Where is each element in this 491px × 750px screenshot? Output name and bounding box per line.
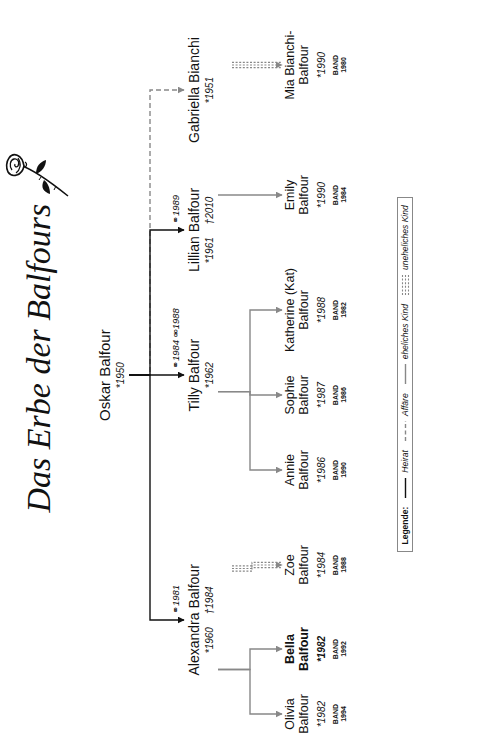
marriage-date: ⚭1984 ⚮1988 bbox=[170, 308, 181, 369]
spouse-node: Gabriella Bianchi*1951 bbox=[186, 37, 215, 143]
legend-item: Affäre bbox=[400, 393, 410, 442]
life-dates: *1961 †2010 bbox=[204, 188, 215, 272]
person-name: Gabriella Bianchi bbox=[186, 37, 202, 143]
legend-text: uneheliches Kind bbox=[400, 205, 410, 270]
child-line bbox=[218, 195, 282, 196]
legend-text: eheliches Kind bbox=[400, 304, 410, 359]
grandchild-node: Sophie Balfour *1987 BAND 1986 bbox=[284, 367, 347, 423]
person-name: Bella Balfour bbox=[284, 621, 311, 677]
person-name: Mia Bianchi-Balfour bbox=[284, 25, 311, 105]
connector-stroke bbox=[129, 375, 184, 620]
legend-sample bbox=[401, 274, 410, 296]
marriage-date: ⚭1981 bbox=[170, 585, 181, 614]
life-dates: *1987 bbox=[316, 367, 327, 423]
legend-box: Legende: Heirat Affäre eheliches Kind unehel… bbox=[397, 197, 413, 552]
person-name: Lillian Balfour bbox=[186, 188, 202, 272]
life-dates: *1986 bbox=[316, 442, 327, 498]
grandchild-node: Emily Balfour *1990 BAND 1984 bbox=[284, 167, 347, 223]
grandchild-node: Olivia Balfour *1982 BAND 1994 bbox=[284, 686, 347, 742]
affair-line bbox=[129, 90, 184, 375]
spouse-node: Alexandra Balfour*1960 †1984 bbox=[186, 564, 215, 675]
connector-stroke bbox=[218, 194, 282, 195]
illegitimate-child-line bbox=[232, 562, 282, 571]
connector-stroke bbox=[232, 64, 282, 65]
person-name: Tilly Balfour bbox=[186, 339, 202, 412]
child-line bbox=[218, 670, 282, 715]
life-dates: *1950 bbox=[115, 329, 126, 421]
child-line bbox=[218, 649, 282, 670]
legend-heading: Legende: bbox=[400, 507, 410, 545]
spouse-node: Tilly Balfour*1962 bbox=[186, 339, 215, 412]
life-dates: *1982 bbox=[316, 686, 327, 742]
grandchild-node: Zoe Balfour *1984 BAND 1988 bbox=[284, 537, 347, 593]
person-name: Katherine (Kat) Balfour bbox=[284, 261, 311, 359]
band-number: BAND 1994 bbox=[332, 701, 347, 727]
marriage-date: ⚭1989 bbox=[170, 195, 181, 224]
grandchild-node: Mia Bianchi-Balfour *1990 BAND 1980 bbox=[284, 25, 347, 105]
person-name: Zoe Balfour bbox=[284, 537, 311, 593]
life-dates: *1962 bbox=[204, 339, 215, 412]
band-number: BAND 1990 bbox=[332, 457, 347, 483]
grandchild-node: Katherine (Kat) Balfour *1988 BAND 1982 bbox=[284, 261, 347, 359]
person-name: Olivia Balfour bbox=[284, 686, 311, 742]
child-line bbox=[218, 392, 282, 470]
life-dates: *1960 †1984 bbox=[204, 564, 215, 675]
marriage-line bbox=[129, 230, 184, 375]
spouse-node: Lillian Balfour*1961 †2010 bbox=[186, 188, 215, 272]
person-name: Alexandra Balfour bbox=[186, 564, 202, 675]
child-line bbox=[218, 310, 282, 392]
band-number: BAND 1982 bbox=[332, 297, 347, 323]
connector-stroke bbox=[129, 90, 184, 375]
band-number: BAND 1980 bbox=[332, 52, 347, 78]
rose-illustration bbox=[4, 140, 74, 210]
person-name: Sophie Balfour bbox=[284, 367, 311, 423]
life-dates: *1951 bbox=[204, 37, 215, 143]
connector-stroke bbox=[129, 230, 184, 375]
connector-stroke bbox=[218, 310, 282, 392]
marriage-line bbox=[129, 375, 184, 620]
connector-stroke bbox=[232, 562, 282, 566]
connector-stroke bbox=[232, 67, 282, 68]
connector-stroke bbox=[218, 392, 282, 470]
band-number: BAND 1988 bbox=[332, 552, 347, 578]
legend-sample bbox=[401, 363, 410, 385]
life-dates: *1982 bbox=[316, 621, 327, 677]
connector-stroke bbox=[218, 670, 282, 715]
band-number: BAND 1986 bbox=[332, 382, 347, 408]
person-name: Oskar Balfour bbox=[96, 329, 113, 421]
life-dates: *1984 bbox=[316, 537, 327, 593]
root-node: Oskar Balfour*1950 bbox=[96, 329, 126, 421]
legend-text: Heirat bbox=[400, 450, 410, 473]
life-dates: *1988 bbox=[316, 261, 327, 359]
life-dates: *1990 bbox=[316, 25, 327, 105]
band-number: BAND 1984 bbox=[332, 182, 347, 208]
legend-sample bbox=[401, 420, 410, 442]
legend-sample bbox=[401, 477, 410, 499]
band-number: BAND 1992 bbox=[332, 636, 347, 662]
person-name: Annie Balfour bbox=[284, 442, 311, 498]
illegitimate-child-line bbox=[232, 62, 282, 67]
connector-stroke bbox=[218, 649, 282, 670]
legend-item: uneheliches Kind bbox=[400, 205, 410, 296]
life-dates: *1990 bbox=[316, 167, 327, 223]
grandchild-node: Bella Balfour *1982 BAND 1992 bbox=[284, 621, 347, 677]
legend-item: Heirat bbox=[400, 450, 410, 499]
grandchild-node: Annie Balfour *1986 BAND 1990 bbox=[284, 442, 347, 498]
legend-text: Affäre bbox=[400, 393, 410, 416]
diagram-title: Das Erbe der Balfours bbox=[20, 204, 58, 513]
legend-item: eheliches Kind bbox=[400, 304, 410, 385]
connector-stroke bbox=[232, 62, 282, 63]
person-name: Emily Balfour bbox=[284, 167, 311, 223]
